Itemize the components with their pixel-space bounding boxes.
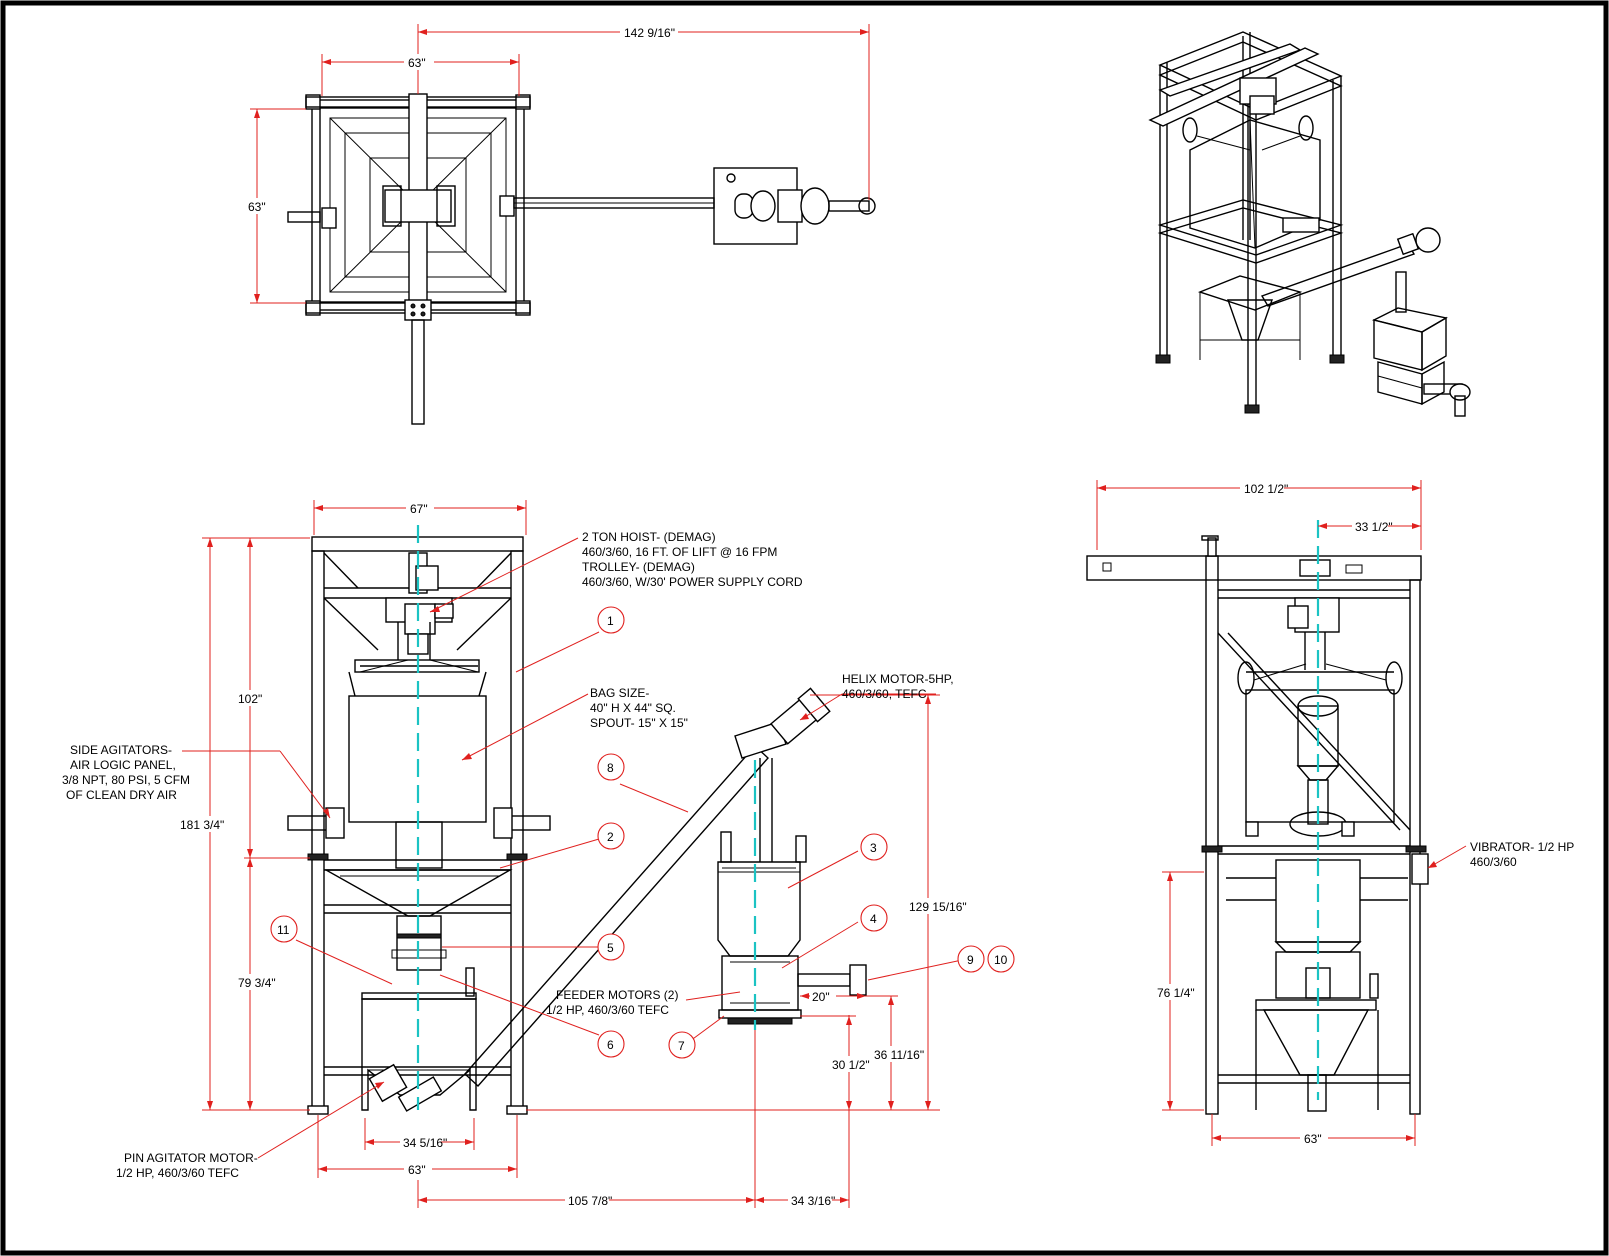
pin-agitator-line-2: 1/2 HP, 460/3/60 TEFC (116, 1166, 239, 1180)
dim-discharge-height-a: 30 1/2" (832, 1058, 870, 1072)
balloon-9: 9 (967, 953, 974, 967)
vibrator-note-line-1: VIBRATOR- 1/2 HP (1470, 840, 1574, 854)
dim-side-offset: 33 1/2" (1355, 520, 1393, 534)
dim-front-overall-height: 181 3/4" (180, 818, 224, 832)
dim-side-overall-width: 102 1/2" (1244, 482, 1288, 496)
dim-side-base-width: 63" (1304, 1132, 1322, 1146)
hoist-note-line-2: 460/3/60, 16 FT. OF LIFT @ 16 FPM (582, 545, 777, 559)
balloon-7: 7 (678, 1039, 685, 1053)
helix-note-line-1: HELIX MOTOR-5HP, (842, 672, 954, 686)
dim-front-upper-height: 102" (238, 692, 262, 706)
side-elevation (1086, 535, 1429, 1115)
pin-agitator-line-1: PIN AGITATOR MOTOR- (124, 1151, 258, 1165)
feeder-motors-line-2: 1/2 HP, 460/3/60 TEFC (546, 1003, 669, 1017)
front-elevation-dimensions: 67" 181 3/4" 102" 79 3/4" 34 5/16" (176, 500, 967, 1208)
bag-size-line-3: SPOUT- 15" X 15" (590, 716, 688, 730)
bag-size-line-1: BAG SIZE- (590, 686, 649, 700)
helix-note-line-2: 460/3/60, TEFC (842, 687, 927, 701)
vibrator-note-line-2: 460/3/60 (1470, 855, 1517, 869)
balloon-10: 10 (994, 953, 1008, 967)
dim-feeder-outlet: 20" (812, 990, 830, 1004)
front-callouts: 2 TON HOIST- (DEMAG) 460/3/60, 16 FT. OF… (62, 530, 1015, 1180)
dim-conveyor-horizontal: 105 7/8" (568, 1194, 612, 1208)
dim-top-frame-depth: 63" (248, 200, 266, 214)
balloon-11: 11 (277, 923, 290, 937)
isometric-view (1148, 31, 1471, 417)
balloon-5: 5 (607, 941, 614, 955)
feeder-motors-line-1: FEEDER MOTORS (2) (556, 988, 678, 1002)
top-view (287, 93, 876, 425)
dim-front-frame-width: 67" (410, 502, 428, 516)
balloon-1: 1 (607, 614, 614, 628)
balloon-2: 2 (607, 830, 614, 844)
dim-top-overall: 142 9/16" (624, 26, 675, 40)
balloon-8: 8 (607, 761, 614, 775)
dim-discharge-height-b: 36 11/16" (874, 1048, 924, 1062)
bag-size-line-2: 40" H X 44" SQ. (590, 701, 676, 715)
dim-top-frame-width: 63" (408, 56, 426, 70)
dim-front-base-width: 63" (408, 1163, 426, 1177)
balloon-3: 3 (870, 841, 877, 855)
hoist-note-line-3: TROLLEY- (DEMAG) (582, 560, 695, 574)
side-elevation-dimensions: 102 1/2" 33 1/2" 76 1/4" 63" VIBRATOR- 1… (1096, 480, 1574, 1146)
front-elevation (287, 536, 867, 1115)
side-agitators-line-2: AIR LOGIC PANEL, (70, 758, 176, 772)
side-agitators-line-1: SIDE AGITATORS- (70, 743, 172, 757)
top-view-dimensions: 142 9/16" 63" 63" (244, 24, 870, 304)
hoist-note-line-1: 2 TON HOIST- (DEMAG) (582, 530, 716, 544)
balloon-6: 6 (607, 1038, 614, 1052)
balloon-4: 4 (870, 912, 877, 926)
dim-side-lower-height: 76 1/4" (1157, 986, 1195, 1000)
side-agitators-line-4: OF CLEAN DRY AIR (66, 788, 177, 802)
dim-front-lower-height: 79 3/4" (238, 976, 276, 990)
dim-conveyor-height: 129 15/16" (909, 900, 967, 914)
dim-front-hopper-width: 34 5/16" (403, 1136, 447, 1150)
side-agitators-line-3: 3/8 NPT, 80 PSI, 5 CFM (62, 773, 190, 787)
hoist-note-line-4: 460/3/60, W/30' POWER SUPPLY CORD (582, 575, 803, 589)
dim-conveyor-offset: 34 3/16" (791, 1194, 835, 1208)
